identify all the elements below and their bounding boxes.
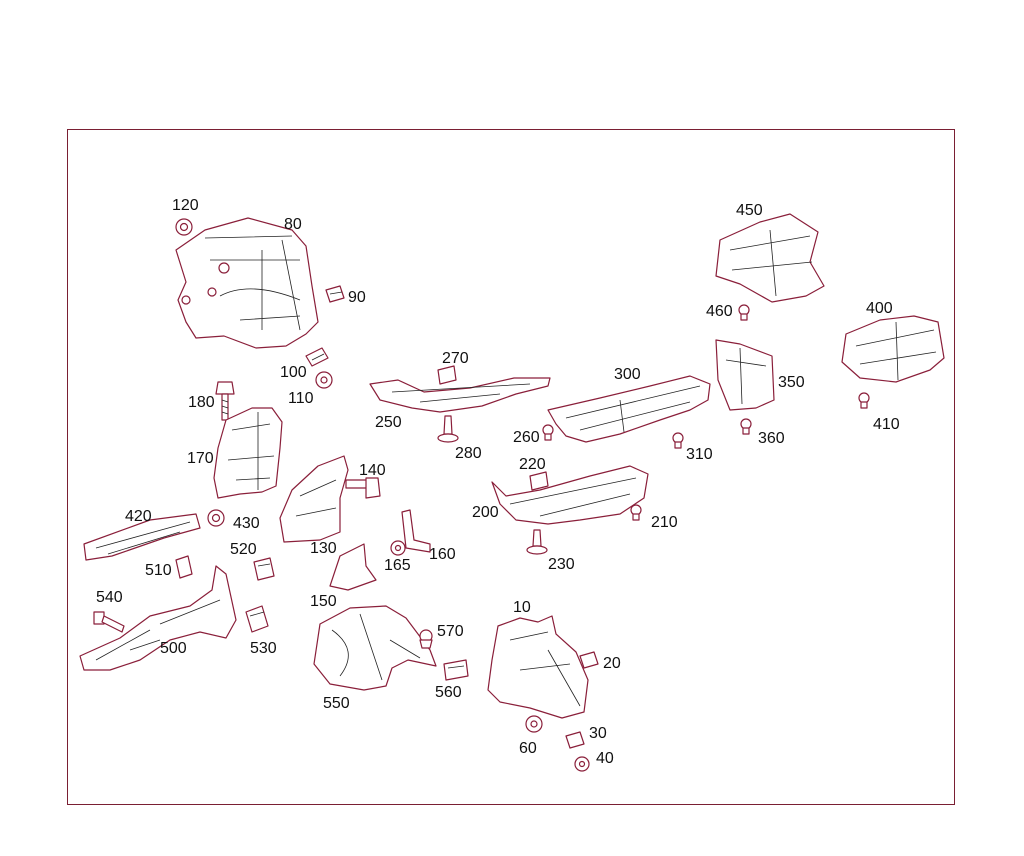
label-360: 360 <box>758 430 785 447</box>
label-550: 550 <box>323 695 350 712</box>
part-110-nut <box>315 371 333 389</box>
label-230: 230 <box>548 556 575 573</box>
label-570: 570 <box>437 623 464 640</box>
part-260-nut <box>542 424 554 441</box>
label-200: 200 <box>472 504 499 521</box>
label-30: 30 <box>589 725 607 742</box>
label-350: 350 <box>778 374 805 391</box>
label-520: 520 <box>230 541 257 558</box>
label-280: 280 <box>455 445 482 462</box>
label-400: 400 <box>866 300 893 317</box>
label-170: 170 <box>187 450 214 467</box>
part-220-clip <box>529 471 549 491</box>
label-510: 510 <box>145 562 172 579</box>
part-400-shield <box>841 315 945 383</box>
label-60: 60 <box>519 740 537 757</box>
part-560-clip <box>443 659 469 681</box>
part-150-plate <box>329 543 377 591</box>
part-500-bracket <box>79 565 237 671</box>
label-260: 260 <box>513 429 540 446</box>
label-100: 100 <box>280 364 307 381</box>
label-40: 40 <box>596 750 614 767</box>
part-200-shield <box>491 465 649 525</box>
part-80-shield <box>175 217 319 349</box>
label-410: 410 <box>873 416 900 433</box>
part-230-screw <box>526 529 548 555</box>
part-310-nut <box>672 432 684 449</box>
label-20: 20 <box>603 655 621 672</box>
label-10: 10 <box>513 599 531 616</box>
part-350-shield <box>715 339 775 411</box>
part-60-washer <box>525 715 543 733</box>
part-300-shield <box>547 375 711 443</box>
label-270: 270 <box>442 350 469 367</box>
part-530-clip <box>245 605 269 633</box>
label-450: 450 <box>736 202 763 219</box>
label-90: 90 <box>348 289 366 306</box>
part-450-shield <box>715 213 825 303</box>
label-160: 160 <box>429 546 456 563</box>
label-210: 210 <box>651 514 678 531</box>
part-120-grommet <box>175 218 193 236</box>
label-110: 110 <box>288 390 314 407</box>
part-170-shield <box>213 407 283 499</box>
part-40-nut <box>574 756 590 772</box>
part-420-rail <box>83 513 201 561</box>
part-20-clip <box>579 651 599 669</box>
label-530: 530 <box>250 640 277 657</box>
part-165-nut <box>390 540 406 556</box>
label-300: 300 <box>614 366 641 383</box>
label-430: 430 <box>233 515 260 532</box>
part-30-clip <box>565 731 585 749</box>
label-420: 420 <box>125 508 152 525</box>
part-210-nut <box>630 504 642 521</box>
part-250-shield <box>369 377 551 413</box>
label-120: 120 <box>172 197 199 214</box>
part-100-clip <box>305 347 329 367</box>
part-280-screw <box>437 415 459 443</box>
part-10-housing <box>487 615 589 719</box>
part-520-clip <box>253 557 275 581</box>
part-510-clip <box>175 555 193 579</box>
diagram-frame <box>67 129 955 805</box>
label-220: 220 <box>519 456 546 473</box>
label-140: 140 <box>359 462 386 479</box>
part-90-clip <box>325 285 345 303</box>
part-180-bolt <box>215 381 235 421</box>
part-550-housing <box>313 605 437 691</box>
part-160-bracket <box>401 509 431 553</box>
label-310: 310 <box>686 446 713 463</box>
label-180: 180 <box>188 394 215 411</box>
part-140-bolt <box>345 477 381 499</box>
label-165: 165 <box>384 557 411 574</box>
label-560: 560 <box>435 684 462 701</box>
part-360-nut <box>740 418 752 435</box>
label-250: 250 <box>375 414 402 431</box>
label-150: 150 <box>310 593 337 610</box>
part-460-nut <box>738 304 750 321</box>
label-540: 540 <box>96 589 123 606</box>
part-540-bolt <box>93 611 125 633</box>
part-410-nut <box>858 392 870 409</box>
part-270-clip <box>437 365 457 385</box>
part-130-panel <box>279 455 349 543</box>
part-570-bolt <box>419 629 433 649</box>
label-460: 460 <box>706 303 733 320</box>
part-430-grommet <box>207 509 225 527</box>
label-500: 500 <box>160 640 187 657</box>
label-80: 80 <box>284 216 302 233</box>
label-130: 130 <box>310 540 337 557</box>
